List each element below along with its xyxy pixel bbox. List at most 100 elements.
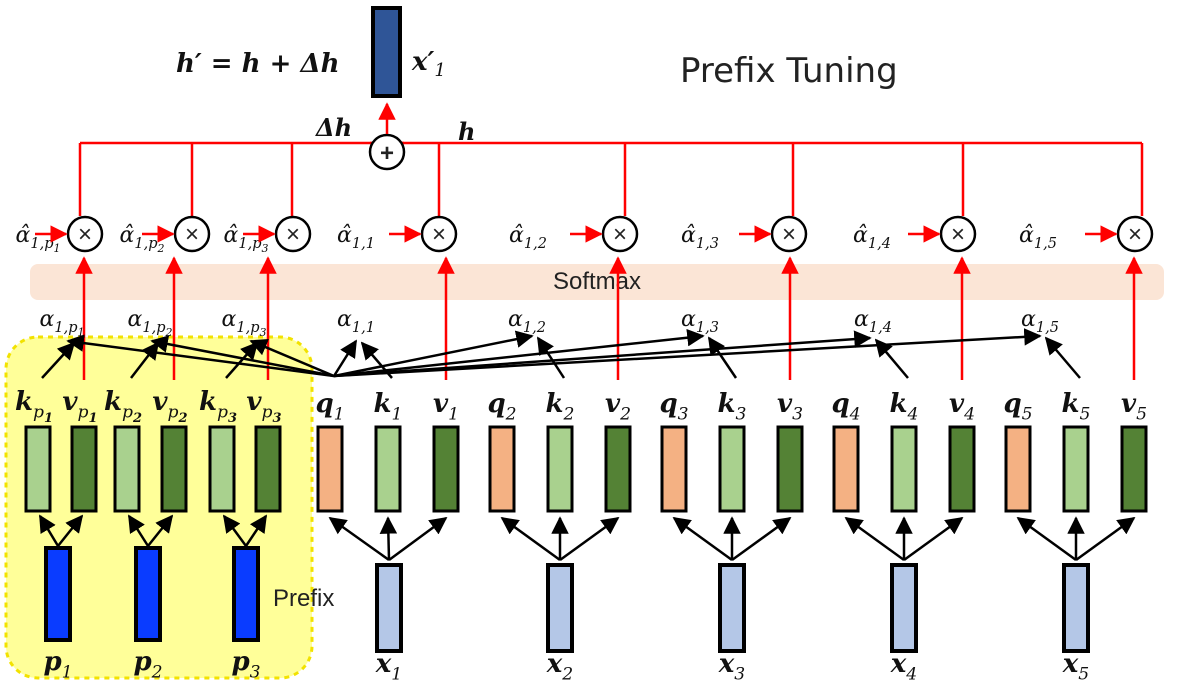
prefix-k-label-2-subsub: 2 (132, 411, 142, 426)
hat-alpha-label-4-base: α̂ (337, 223, 352, 248)
alpha-label-2: α1,p2 (127, 307, 172, 339)
multiply-node-5 (601, 215, 639, 253)
q-label-3: q3 (659, 389, 688, 424)
input-label-3-base: x (718, 649, 735, 679)
hat-alpha-label-1-subsub: 1 (54, 242, 61, 255)
alpha-label-5-sub: 1,2 (523, 320, 546, 336)
prefix-k-label-1: kp1 (15, 387, 53, 426)
v-vector-5 (1120, 425, 1148, 513)
alpha-label-4: α1,1 (337, 307, 375, 336)
k-label-2-sub: 2 (563, 404, 575, 424)
v-vector-4 (948, 425, 976, 513)
prefix-k-label-2: kp2 (104, 387, 142, 426)
hat-alpha-label-3-sub: 1,p (238, 236, 261, 252)
hat-alpha-label-3: α̂1,p3 (223, 223, 268, 255)
k-label-5-sub: 5 (1080, 404, 1091, 424)
input-label-4-sub: 4 (905, 664, 917, 684)
hat-alpha-label-1: α̂1,p1 (15, 223, 60, 255)
k-label-4: k4 (890, 389, 919, 424)
prefix-k-label-3-sub: p (217, 402, 228, 422)
alpha-label-8-sub: 1,5 (1036, 320, 1059, 336)
hat-alpha-label-5: α̂1,2 (509, 223, 547, 252)
v-vector-3 (776, 425, 804, 513)
q-label-1-base: q (315, 389, 333, 419)
input-label-4-base: x (890, 649, 907, 679)
v-label-1-sub: 1 (448, 404, 459, 424)
v-label-5: v5 (1121, 389, 1147, 424)
k-label-4-sub: 4 (907, 404, 919, 424)
input-q-arrow-1 (328, 516, 390, 562)
alpha-label-4-sub: 1,1 (352, 320, 375, 336)
input-label-5-base: x (1062, 649, 1079, 679)
prefix-v-label-2-base: v (152, 387, 168, 417)
key-attention-arrow-4 (360, 341, 393, 379)
input-q-arrow-3 (672, 516, 733, 562)
q-vector-2 (488, 425, 516, 513)
input-v-arrow-5 (1075, 516, 1136, 562)
prefix-k-arrow-3 (222, 514, 248, 547)
multiply-symbol-5: × (613, 221, 627, 248)
alpha-label-1: α1,p1 (39, 307, 84, 339)
v-label-4-sub: 4 (963, 404, 975, 424)
hat-alpha-label-4: α̂1,1 (337, 223, 375, 252)
v-vector-2 (604, 425, 632, 513)
key-attention-arrow-5 (536, 336, 566, 379)
multiply-node-1 (66, 215, 104, 253)
hat-alpha-label-5-base: α̂ (509, 223, 524, 248)
multiply-node-6 (770, 215, 808, 253)
alpha-label-3-subsub: 3 (260, 326, 267, 339)
k-label-1-base: k (374, 389, 392, 419)
hat-alpha-label-8: α̂1,5 (1019, 223, 1057, 252)
output-vector (371, 6, 402, 98)
prefix-k-label-3-subsub: 3 (228, 411, 237, 426)
input-label-2-base: x (546, 649, 563, 679)
input-q-arrow-4 (844, 516, 905, 562)
multiply-node-4 (420, 215, 458, 253)
q-label-4-base: q (831, 389, 849, 419)
alpha-label-6-sub: 1,3 (696, 320, 719, 336)
alpha-label-1-subsub: 1 (78, 326, 85, 339)
input-label-3-sub: 3 (734, 664, 745, 684)
v-label-3-base: v (777, 389, 793, 419)
q-label-3-base: q (659, 389, 677, 419)
update-formula: h′ = h + Δh (176, 49, 340, 79)
plus-symbol: + (380, 140, 394, 167)
q-label-5-sub: 5 (1022, 404, 1033, 424)
alpha-label-8-base: α (1021, 307, 1036, 332)
prefix-v-vector-2 (160, 425, 188, 513)
prefix-input-label-1-sub: 1 (62, 662, 73, 682)
output-symbol: x′ (411, 47, 435, 77)
h-label: h (458, 117, 475, 146)
input-label-1: x1 (375, 649, 402, 684)
v-label-1: v1 (433, 389, 459, 424)
q-vector-1 (316, 425, 344, 513)
multiply-symbol-7: × (951, 221, 965, 248)
hat-alpha-label-3-base: α̂ (223, 223, 238, 248)
hat-alpha-label-1-sub: 1,p (30, 236, 53, 252)
hat-alpha-label-2-subsub: 2 (157, 242, 165, 255)
prefix-input-vector-3 (232, 546, 260, 642)
prefix-v-label-1: vp1 (62, 387, 97, 426)
k-label-3-sub: 3 (736, 404, 747, 424)
alpha-label-4-base: α (337, 307, 352, 332)
hat-alpha-label-4-sub: 1,1 (352, 236, 375, 252)
k-label-3: k3 (718, 389, 747, 424)
input-q-arrow-2 (500, 516, 561, 562)
k-label-2: k2 (546, 389, 575, 424)
alpha-label-7-sub: 1,4 (869, 320, 892, 336)
alpha-label-2-subsub: 2 (165, 326, 173, 339)
input-vector-3 (718, 563, 746, 653)
alpha-label-2-sub: 1,p (142, 320, 165, 336)
key-attention-arrow-7 (874, 338, 909, 379)
multiply-node-3 (274, 215, 312, 253)
multiply-row: ×α̂1,p1×α̂1,p2×α̂1,p3×α̂1,1×α̂1,2×α̂1,3×… (15, 215, 1154, 255)
hat-alpha-label-5-sub: 1,2 (524, 236, 547, 252)
sum-node (368, 133, 406, 171)
hat-alpha-label-7-sub: 1,4 (868, 236, 891, 252)
q-vector-4 (832, 425, 860, 513)
prefix-k-vector-3 (208, 425, 236, 513)
multiply-symbol-6: × (782, 221, 796, 248)
